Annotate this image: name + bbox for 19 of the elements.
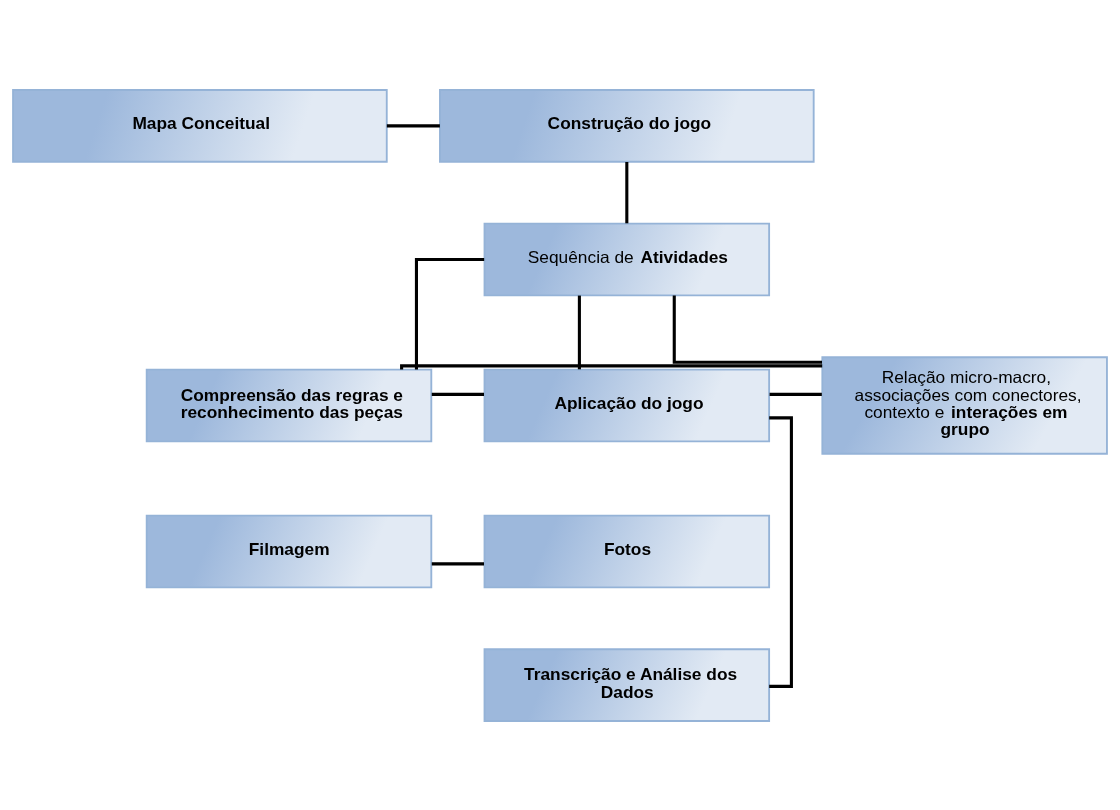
node-box: Relação micro-macro, associações com conectores, contexto e interações em grupo — [821, 355, 1108, 455]
node-box: Fotos — [483, 514, 771, 588]
connector — [577, 295, 581, 369]
connector — [672, 294, 822, 364]
connector — [625, 161, 629, 223]
node-box: Sequência de Atividades — [483, 222, 771, 296]
node-box: Transcrição e Análise dos Dados — [483, 647, 771, 722]
node-box: Mapa Conceitual — [12, 88, 388, 163]
connector — [386, 123, 440, 127]
node-box: Construção do jogo — [439, 88, 815, 163]
connector — [431, 561, 484, 565]
connector — [769, 415, 793, 688]
connector — [769, 392, 822, 396]
node-box: Compreensão das regras e reconhecimento das peças — [145, 368, 433, 442]
connector — [400, 363, 823, 370]
connector — [431, 392, 484, 396]
node-box: Filmagem — [145, 514, 433, 588]
node-box: Aplicação do jogo — [483, 368, 771, 442]
connector — [414, 257, 485, 369]
